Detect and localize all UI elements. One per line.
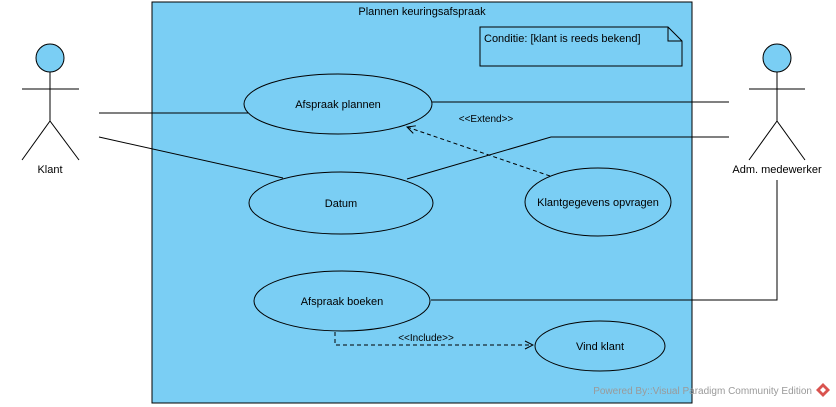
association-medewerker-datum [406,136,729,180]
actor-medewerker-head [762,43,792,73]
use-case-afspraak-boeken-label: Afspraak boeken [301,296,384,308]
powered-by-footer: Powered By::Visual Paradigm Community Ed… [593,386,812,397]
use-case-afspraak-plannen[interactable]: Afspraak plannen [243,73,433,135]
system-title: Plannen keuringsafspraak [358,6,486,18]
actor-medewerker[interactable]: Adm. medewerker [732,43,822,176]
use-case-klantgegevens-label: Klantgegevens opvragen [537,197,659,209]
extend-label: <<Extend>> [459,114,514,125]
visual-paradigm-logo-icon [816,383,830,397]
actor-medewerker-label: Adm. medewerker [732,164,822,176]
actor-klant-label: Klant [37,164,62,176]
condition-note[interactable]: Conditie: [klant is reeds bekend] [479,26,683,67]
note-text: Conditie: [klant is reeds bekend] [484,33,641,45]
actor-klant[interactable]: Klant [21,43,80,176]
use-case-datum-label: Datum [325,198,357,210]
association-klant-datum [98,136,284,179]
use-case-datum[interactable]: Datum [248,171,434,235]
use-case-vind-klant[interactable]: Vind klant [534,320,666,372]
actor-klant-head [35,43,65,73]
use-case-afspraak-boeken[interactable]: Afspraak boeken [253,270,431,332]
include-label: <<Include>> [398,333,454,344]
use-case-vind-klant-label: Vind klant [576,341,624,353]
use-case-klantgegevens-opvragen[interactable]: Klantgegevens opvragen [524,167,672,237]
use-case-afspraak-plannen-label: Afspraak plannen [295,99,381,111]
association-medewerker-afspraak-boeken [431,180,778,301]
